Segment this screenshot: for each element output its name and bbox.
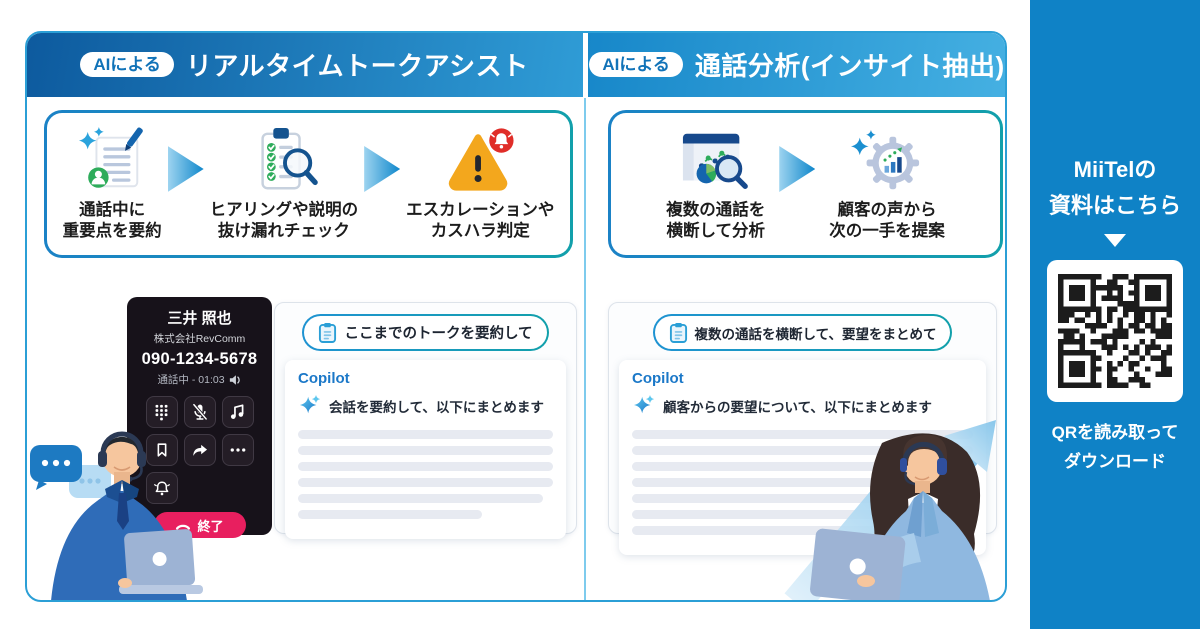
bell-alert-icon xyxy=(153,481,170,496)
step-caption: 複数の通話を 横断して分析 xyxy=(666,200,766,240)
placeholder-line xyxy=(632,494,973,503)
feature-card: AIによる リアルタイムトークアシスト AIによる 通話分析(インサイト抽出) xyxy=(25,31,1007,602)
panel-divider xyxy=(584,98,586,600)
placeholder-line xyxy=(632,430,973,439)
sidebar-heading: MiiTelの 資料はこちら xyxy=(1048,157,1181,218)
clipboard-icon xyxy=(669,323,687,343)
header-divider xyxy=(584,33,588,98)
arrow-right-icon xyxy=(779,146,816,192)
step-escalation: エスカレーションや カスハラ判定 xyxy=(406,126,554,243)
transfer-button[interactable] xyxy=(183,434,216,466)
hangup-handset-icon xyxy=(176,524,191,530)
softphone-panel: 三井 照也 株式会社RevComm 090-1234-5678 通話中 - 01… xyxy=(127,297,272,538)
placeholder-line xyxy=(632,446,973,455)
alert-bell-button[interactable] xyxy=(145,472,178,504)
call-analysis-icon xyxy=(682,133,748,189)
placeholder-line xyxy=(298,478,553,487)
contact-company: 株式会社RevComm xyxy=(153,333,246,345)
dialpad-button[interactable] xyxy=(145,396,178,428)
copilot-card-left: ここまでのトークを要約して Copilot 会話を要約して、以下にまとめます xyxy=(274,302,577,539)
sparkle-icon xyxy=(633,394,655,414)
alert-triangle-icon xyxy=(449,127,514,191)
male-operator-illustration xyxy=(30,431,203,600)
male-operator xyxy=(51,431,203,600)
hold-music-button[interactable] xyxy=(221,396,254,428)
header-realtime-assist: AIによる リアルタイムトークアシスト xyxy=(27,33,583,97)
step-checklist: ヒアリングや説明の 抜け漏れチェック xyxy=(209,126,359,243)
arrow-right-icon xyxy=(364,146,401,192)
panel-title-right: 通話分析(インサイト抽出) xyxy=(694,51,1005,81)
bookmark-button[interactable] xyxy=(145,434,178,466)
steps-box-left: 通話中に 重要点を要約 xyxy=(44,110,573,258)
placeholder-line xyxy=(298,510,482,519)
placeholder-line xyxy=(298,446,553,455)
more-dots-icon xyxy=(230,448,245,452)
step-caption: 通話中に 重要点を要約 xyxy=(62,200,162,240)
music-note-icon xyxy=(230,404,244,419)
ai-badge: AIによる xyxy=(80,52,174,77)
summary-placeholder-text xyxy=(632,430,973,535)
call-controls xyxy=(145,396,254,504)
dialpad-icon xyxy=(155,404,168,420)
mute-button[interactable] xyxy=(183,396,216,428)
placeholder-line xyxy=(298,462,553,471)
prompt-pill-right[interactable]: 複数の通話を横断して、要望をまとめて xyxy=(653,314,953,351)
placeholder-line xyxy=(632,478,912,487)
checklist-magnifier-icon xyxy=(261,127,318,189)
chat-bubbles-icon xyxy=(30,445,111,505)
step-caption: 顧客の声から 次の一手を提案 xyxy=(829,200,945,240)
step-summarize: 通話中に 重要点を要約 xyxy=(63,126,162,243)
ai-badge: AIによる xyxy=(589,52,683,77)
copilot-label: Copilot xyxy=(632,370,684,387)
copilot-response: Copilot 会話を要約して、以下にまとめます xyxy=(285,360,566,539)
qr-code xyxy=(1058,274,1172,388)
step-caption: ヒアリングや説明の 抜け漏れチェック xyxy=(209,200,359,240)
step-next-action: 顧客の声から 次の一手を提案 xyxy=(829,126,945,243)
gear-insight-icon xyxy=(851,129,920,189)
female-operator xyxy=(810,433,990,600)
down-triangle-icon xyxy=(1104,234,1126,247)
qr-code-box xyxy=(1047,260,1183,402)
placeholder-line xyxy=(632,462,973,471)
speaker-icon xyxy=(229,374,240,385)
step-cross-analysis: 複数の通話を 横断して分析 xyxy=(666,126,765,243)
phone-number: 090-1234-5678 xyxy=(141,350,258,368)
placeholder-line xyxy=(632,510,973,519)
arrow-right-icon xyxy=(167,146,204,192)
summary-placeholder-text xyxy=(298,430,553,519)
call-status: 通話中 - 01:03 xyxy=(127,372,272,387)
sidebar-caption: QRを読み取って ダウンロード xyxy=(1051,423,1179,471)
contact-name: 三井 照也 xyxy=(167,310,232,327)
forward-arrow-icon xyxy=(192,444,207,456)
copilot-message: 会話を要約して、以下にまとめます xyxy=(298,394,553,418)
download-sidebar: MiiTelの 資料はこちら QRを読み取って ダウンロード xyxy=(1030,0,1200,629)
more-options-button[interactable] xyxy=(221,434,254,466)
placeholder-line xyxy=(298,430,553,439)
sparkle-icon xyxy=(299,394,321,414)
female-operator-illustration xyxy=(784,420,996,600)
copilot-message: 顧客からの要望について、以下にまとめます xyxy=(632,394,973,418)
summary-note-icon xyxy=(79,126,143,188)
bookmark-icon xyxy=(157,443,166,457)
panel-title-left: リアルタイムトークアシスト xyxy=(185,51,529,81)
prompt-pill-left[interactable]: ここまでのトークを要約して xyxy=(302,314,548,351)
steps-box-right: 複数の通話を 横断して分析 xyxy=(608,110,1003,258)
copilot-label: Copilot xyxy=(298,370,350,387)
header-call-analysis: AIによる 通話分析(インサイト抽出) xyxy=(588,33,1005,97)
placeholder-line xyxy=(298,494,543,503)
mic-muted-icon xyxy=(192,403,207,421)
clipboard-icon xyxy=(319,323,337,343)
placeholder-line xyxy=(632,526,933,535)
step-caption: エスカレーションや カスハラ判定 xyxy=(406,200,555,240)
